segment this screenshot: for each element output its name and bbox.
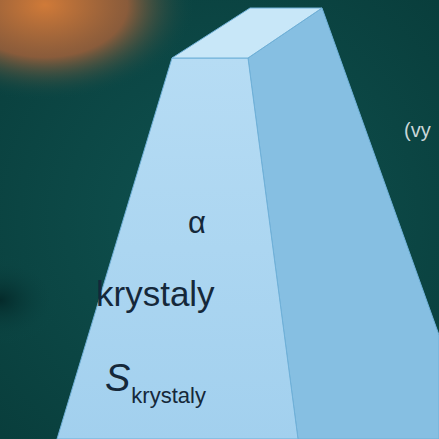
crystal-frustum: αkrystalySkrystaly bbox=[55, 5, 439, 439]
quantity-subscript: krystaly bbox=[131, 385, 206, 407]
front-face bbox=[57, 58, 298, 439]
symbol-alpha: α bbox=[188, 207, 206, 238]
top-face bbox=[172, 8, 322, 58]
phase-name: krystaly bbox=[96, 276, 215, 311]
cut-note: (vy bbox=[404, 120, 431, 140]
dark-blob bbox=[0, 255, 60, 345]
quantity-symbol: S bbox=[105, 359, 130, 397]
